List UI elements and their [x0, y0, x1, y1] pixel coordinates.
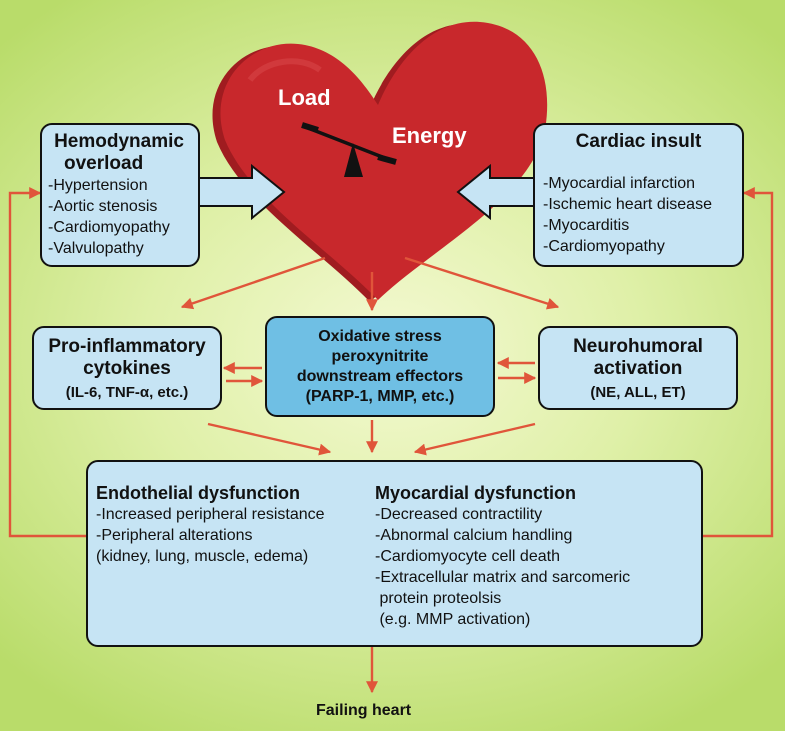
arrow-heart-to-neurohumoral [404, 256, 560, 310]
block-arrow-left [195, 163, 286, 221]
endothelial-item-1: -Peripheral alterations [96, 527, 253, 544]
cardiac-insult-item-3: -Cardiomyopathy [543, 238, 665, 255]
cardiac-insult-item-1: -Ischemic heart disease [543, 196, 712, 213]
cardiac-insult-item-0: -Myocardial infarction [543, 175, 696, 192]
arrow-heart-to-cytokines [180, 256, 326, 310]
arrow-cytokines-to-dysfunction [207, 422, 332, 456]
endothelial-section: Endothelial dysfunction -Increased perip… [96, 482, 325, 567]
hemodynamic-overload-box: Hemodynamic overload -Hypertension -Aort… [40, 123, 200, 267]
neurohumoral-title-2: activation [593, 358, 683, 379]
failing-heart-label: Failing heart [316, 702, 412, 719]
cardiac-insult-box: Cardiac insult -Myocardial infarction -I… [533, 123, 744, 267]
feedback-loop-left [8, 187, 86, 538]
cytokines-title-1: Pro-inflammatory [48, 336, 206, 357]
heart-load-label: Load [278, 85, 331, 110]
balance-end-right [377, 154, 397, 165]
feedback-loop-right [703, 187, 774, 538]
balance-fulcrum [344, 143, 363, 177]
heart-highlight [247, 58, 322, 82]
myocardial-item-2: -Cardiomyocyte cell death [375, 548, 560, 565]
arrow-neurohumoral-to-dysfunction [413, 422, 536, 456]
neurohumoral-detail: (NE, ALL, ET) [590, 384, 686, 401]
neurohumoral-title-1: Neurohumoral [573, 336, 703, 357]
balance-beam [307, 126, 391, 162]
myocardial-section: Myocardial dysfunction -Decreased contra… [375, 482, 630, 630]
heart-energy-label: Energy [392, 123, 467, 148]
dysfunction-box: Endothelial dysfunction -Increased perip… [86, 460, 703, 647]
block-arrow-right [456, 163, 539, 221]
myocardial-item-0: -Decreased contractility [375, 506, 543, 523]
cytokines-title-2: cytokines [83, 358, 171, 379]
myocardial-item-4: protein proteolsis [375, 590, 502, 607]
endothelial-title: Endothelial dysfunction [96, 483, 301, 503]
endothelial-item-2: (kidney, lung, muscle, edema) [96, 548, 309, 565]
oxidative-stress-box: Oxidative stress peroxynitrite downstrea… [265, 316, 495, 417]
oxidative-line-1: Oxidative stress [318, 328, 442, 345]
cardiac-insult-item-2: -Myocarditis [543, 217, 630, 234]
hemodynamic-item-0: -Hypertension [48, 177, 148, 194]
hemodynamic-title-2: overload [64, 153, 144, 174]
hemodynamic-title-1: Hemodynamic [54, 131, 184, 152]
myocardial-item-1: -Abnormal calcium handling [375, 527, 573, 544]
oxidative-line-2: peroxynitrite [331, 348, 429, 365]
myocardial-item-3: -Extracellular matrix and sarcomeric [375, 569, 631, 586]
oxidative-line-3: downstream effectors [296, 368, 464, 385]
endothelial-item-0: -Increased peripheral resistance [96, 506, 325, 523]
balance-end-left [301, 122, 319, 133]
cytokines-box: Pro-inflammatory cytokines (IL-6, TNF-α,… [32, 326, 222, 410]
hemodynamic-item-2: -Cardiomyopathy [48, 219, 170, 236]
hemodynamic-item-1: -Aortic stenosis [48, 198, 158, 215]
myocardial-title: Myocardial dysfunction [375, 483, 577, 503]
neurohumoral-box: Neurohumoral activation (NE, ALL, ET) [538, 326, 738, 410]
oxidative-line-4: (PARP-1, MMP, etc.) [305, 388, 455, 405]
cardiac-insult-title: Cardiac insult [575, 131, 702, 152]
cytokines-detail: (IL-6, TNF-α, etc.) [65, 384, 189, 401]
hemodynamic-item-3: -Valvulopathy [48, 240, 144, 257]
myocardial-item-5: (e.g. MMP activation) [375, 611, 531, 628]
